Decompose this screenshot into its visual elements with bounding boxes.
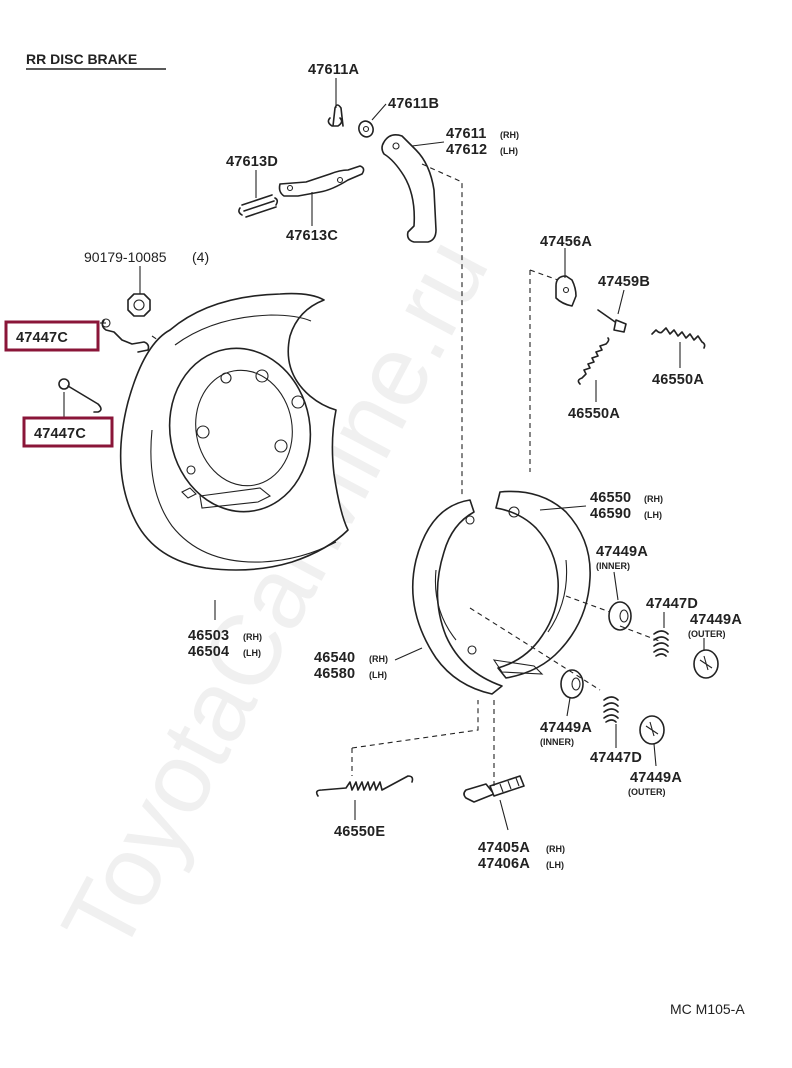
backing-plate-icon <box>119 292 349 571</box>
label-inner-top: (INNER) <box>596 561 630 571</box>
label-47449a-outer-top: 47449A <box>690 612 742 628</box>
label-46590: 46590 <box>590 506 631 522</box>
spring-46550a-left-icon <box>577 337 610 385</box>
label-46504: 46504 <box>188 644 229 660</box>
retainer-47456a-icon <box>555 275 577 307</box>
washer-47449a-outer-bottom-icon <box>639 715 665 745</box>
label-47405a-suffix: (RH) <box>546 844 565 854</box>
spring-46550a-right-icon <box>651 327 706 349</box>
label-47449a-inner-top: 47449A <box>596 544 648 560</box>
label-outer-bottom: (OUTER) <box>628 787 666 797</box>
label-47612-suffix: (LH) <box>500 146 518 156</box>
label-47447c-top: 47447C <box>16 330 68 346</box>
strut-hole-icon-2 <box>336 176 344 184</box>
pin-47459b-icon <box>597 309 627 333</box>
washer-47449a-outer-top-icon <box>693 649 719 679</box>
label-46550a-right: 46550A <box>652 372 704 388</box>
label-90179-qty: (4) <box>192 249 209 265</box>
label-47611a: 47611A <box>308 62 360 78</box>
label-46550: 46550 <box>590 490 631 506</box>
diagram-title: RR DISC BRAKE <box>26 51 137 67</box>
diagram-code: MC M105-A <box>670 1001 745 1017</box>
label-47613c: 47613C <box>286 228 338 244</box>
lever-pivot-icon <box>392 142 400 150</box>
spring-47613d-icon <box>238 194 279 218</box>
dashed-guide-lines <box>151 163 663 786</box>
pin-47447c-bottom-icon <box>58 378 102 413</box>
label-47449a-outer-bottom: 47449A <box>630 770 682 786</box>
label-outer-top: (OUTER) <box>688 629 726 639</box>
label-46580-suffix: (LH) <box>369 670 387 680</box>
label-47611-suffix: (RH) <box>500 130 519 140</box>
nut-90179-icon <box>127 293 151 317</box>
label-inner-bottom: (INNER) <box>540 737 574 747</box>
cup-47449a-inner-bottom-icon <box>560 669 584 699</box>
label-46550a-left: 46550A <box>568 406 620 422</box>
label-46503-suffix: (RH) <box>243 632 262 642</box>
washer-47611b-icon <box>358 120 374 138</box>
label-46590-suffix: (LH) <box>644 510 662 520</box>
spring-47447d-top-icon <box>653 630 669 657</box>
spring-46550e-icon <box>315 775 414 797</box>
spring-47447d-bottom-icon <box>603 696 619 723</box>
cup-47449a-inner-top-icon <box>608 601 632 631</box>
label-47406a: 47406A <box>478 856 530 872</box>
label-46580: 46580 <box>314 666 355 682</box>
highlight-box-47447c-bottom <box>22 416 114 448</box>
label-47405a: 47405A <box>478 840 530 856</box>
label-47449a-inner-bottom: 47449A <box>540 720 592 736</box>
label-47447d-top: 47447D <box>646 596 698 612</box>
label-47613d: 47613D <box>226 154 278 170</box>
label-47611b: 47611B <box>388 96 439 112</box>
brake-shoe-icon <box>411 490 591 695</box>
parking-lever-icon <box>381 134 437 243</box>
label-90179: 90179-10085 <box>84 249 167 265</box>
label-46550e: 46550E <box>334 824 385 840</box>
label-47456a: 47456A <box>540 234 592 250</box>
highlight-box-47447c-top <box>4 320 100 352</box>
label-46503: 46503 <box>188 628 229 644</box>
label-46550-suffix: (RH) <box>644 494 663 504</box>
label-47459b: 47459B <box>598 274 650 290</box>
label-47447d-bottom: 47447D <box>590 750 642 766</box>
label-47611: 47611 <box>446 126 487 142</box>
strut-hole-icon <box>286 184 294 192</box>
label-47447c-bottom: 47447C <box>34 426 86 442</box>
clip-47611a-icon <box>327 104 344 127</box>
label-46540-suffix: (RH) <box>369 654 388 664</box>
adjuster-47405a-icon <box>463 775 525 803</box>
label-47612: 47612 <box>446 142 487 158</box>
strut-47613c-icon <box>278 165 365 197</box>
label-46504-suffix: (LH) <box>243 648 261 658</box>
retainer-hole-icon <box>562 286 570 294</box>
label-47406a-suffix: (LH) <box>546 860 564 870</box>
label-46540: 46540 <box>314 650 355 666</box>
leader-lines <box>63 78 705 831</box>
